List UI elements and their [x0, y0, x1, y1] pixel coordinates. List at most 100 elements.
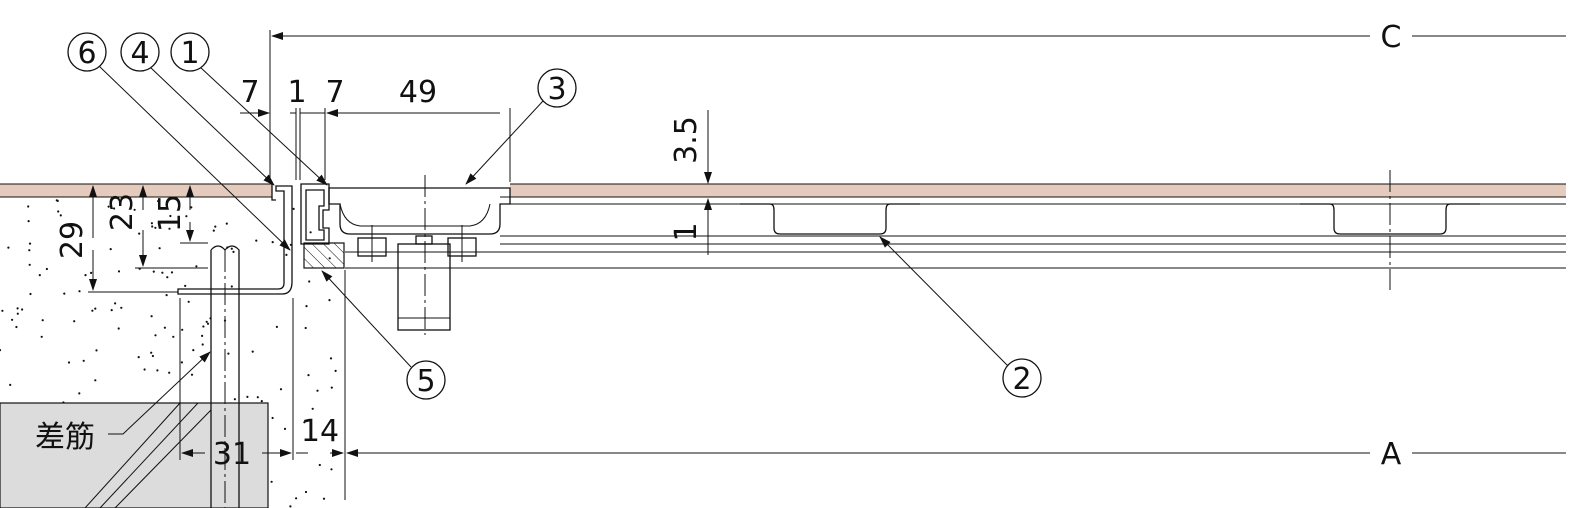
concrete-dot	[295, 497, 298, 500]
concrete-dot	[21, 308, 24, 311]
callout-4: 4	[120, 32, 160, 72]
concrete-dot	[138, 232, 141, 235]
concrete-dot	[90, 271, 93, 274]
concrete-dot	[7, 246, 10, 249]
concrete-dot	[185, 215, 188, 218]
concrete-dot	[279, 388, 283, 391]
concrete-dot	[151, 354, 154, 358]
callout-1: 1	[170, 32, 210, 72]
concrete-dot	[322, 497, 326, 500]
cover-plate	[328, 187, 511, 235]
concrete-dot	[113, 207, 116, 210]
svg-text:1: 1	[180, 36, 199, 71]
concrete-dot	[38, 274, 41, 277]
concrete-dot	[307, 374, 310, 377]
concrete-dot	[233, 398, 236, 401]
concrete-dot	[316, 389, 319, 392]
dim-7-right: 7	[325, 75, 344, 110]
concrete-dot	[143, 368, 146, 371]
dim-29: 29	[55, 221, 90, 259]
concrete-dot	[230, 247, 233, 250]
concrete-dot	[195, 265, 198, 268]
dim-C: C	[1381, 20, 1402, 55]
concrete-dot	[192, 349, 195, 352]
concrete-dot	[255, 239, 258, 242]
concrete-dot	[184, 284, 187, 287]
concrete-dot	[270, 480, 273, 483]
concrete-dot	[275, 325, 278, 328]
concrete-dot	[67, 361, 71, 364]
concrete-dot	[56, 199, 59, 202]
concrete-dot	[212, 229, 215, 232]
concrete-dot	[246, 395, 249, 398]
concrete-dot	[110, 309, 113, 312]
rebar	[84, 245, 240, 508]
concrete-dot	[82, 359, 85, 362]
concrete-dot	[187, 300, 190, 303]
floor-finish-right	[510, 184, 1566, 197]
concrete-dot	[181, 328, 184, 331]
concrete-dot	[41, 319, 44, 322]
concrete-dot	[152, 270, 155, 273]
concrete-dot	[63, 292, 66, 295]
concrete-dot	[303, 421, 306, 424]
concrete-dot	[91, 309, 94, 312]
dim-7-left: 7	[240, 75, 259, 110]
concrete-dot	[330, 386, 333, 389]
concrete-dot	[330, 468, 333, 471]
concrete-dot	[16, 307, 19, 310]
dimension-lines	[89, 32, 1566, 457]
dim-A: A	[1381, 437, 1402, 472]
concrete-dot	[201, 334, 204, 337]
concrete-dot	[120, 306, 123, 309]
concrete-dot	[94, 379, 97, 382]
bolts	[357, 175, 477, 335]
concrete-dot	[57, 210, 60, 213]
concrete-dot	[260, 400, 263, 403]
concrete-dot	[328, 299, 331, 302]
concrete-dot	[28, 249, 31, 252]
concrete-dot	[78, 290, 81, 293]
concrete-dot	[117, 327, 120, 330]
concrete-dot	[154, 226, 157, 229]
concrete-dot	[205, 320, 208, 323]
concrete-dot	[40, 335, 43, 338]
concrete-dot	[27, 205, 30, 208]
concrete-dot	[304, 490, 308, 494]
concrete-dot	[318, 463, 321, 467]
concrete-dot	[0, 349, 2, 352]
concrete-dot	[163, 326, 166, 329]
callout-2: 2	[1002, 358, 1042, 398]
concrete-dot	[133, 208, 136, 211]
dim-14: 14	[301, 414, 339, 449]
concrete-dot	[170, 271, 174, 274]
concrete-dot	[11, 318, 14, 321]
svg-text:4: 4	[130, 36, 149, 71]
concrete-dot	[95, 349, 98, 352]
concrete-dot	[27, 220, 30, 223]
concrete-dot	[214, 225, 217, 228]
svg-text:5: 5	[416, 364, 435, 399]
svg-text:2: 2	[1012, 362, 1031, 397]
leader-lines	[98, 65, 1009, 435]
concrete-dot	[15, 325, 18, 329]
concrete-dot	[285, 253, 288, 256]
concrete-dot	[151, 225, 154, 228]
concrete-dot	[150, 351, 153, 354]
concrete-dot	[202, 325, 205, 328]
joint-profile	[300, 183, 330, 245]
concrete-dot	[73, 320, 76, 323]
concrete-dot	[190, 373, 194, 376]
concrete-dot	[29, 292, 32, 296]
concrete-dot	[292, 207, 295, 210]
svg-text:6: 6	[77, 36, 96, 71]
concrete-dot	[28, 242, 32, 245]
concrete-dot	[256, 396, 259, 399]
rebar-label: 差筋	[35, 420, 95, 455]
concrete-dot	[308, 280, 311, 283]
dim-1-vertical: 1	[669, 222, 704, 241]
concrete-dot	[150, 222, 153, 225]
concrete-dot	[154, 334, 157, 337]
concrete-dot	[78, 392, 81, 395]
